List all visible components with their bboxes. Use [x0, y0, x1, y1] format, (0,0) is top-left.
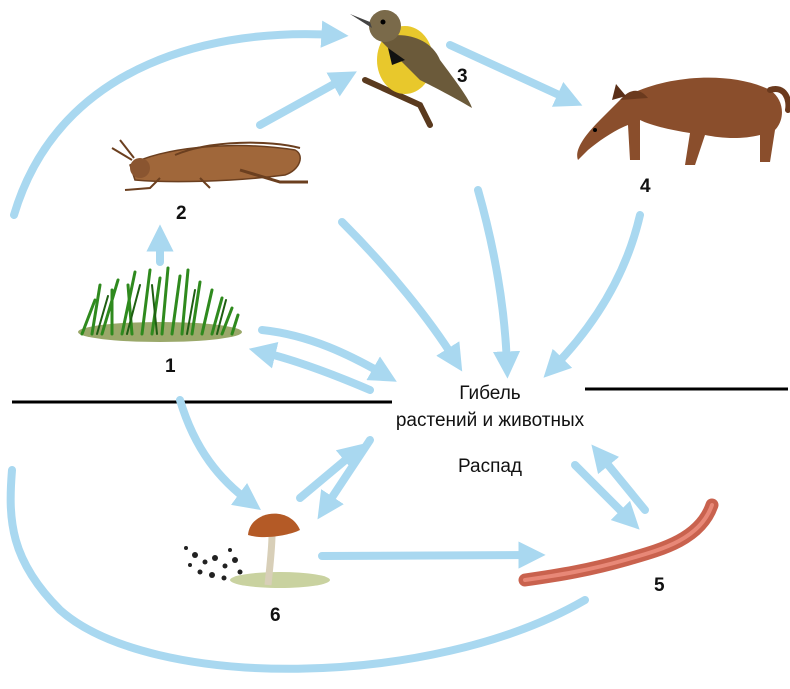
grass-icon — [78, 268, 242, 342]
death-label-line1: Гибель — [390, 383, 590, 405]
arrow-grasshopper-to-death — [342, 222, 455, 360]
earthworm-icon — [525, 505, 712, 580]
label-number-3: 3 — [457, 66, 468, 88]
coyote-icon — [577, 78, 788, 165]
death-label-line2: растений и животных — [365, 410, 615, 432]
label-number-1: 1 — [165, 356, 176, 378]
decay-label: Распад — [440, 456, 540, 478]
label-number-2: 2 — [176, 203, 187, 225]
bird-icon — [350, 10, 472, 125]
arrow-bird-to-death — [478, 190, 507, 365]
arrow-outer-arc-to-bird — [14, 34, 335, 215]
label-number-4: 4 — [640, 176, 651, 198]
arrow-grass-to-mushroom — [180, 400, 250, 502]
grasshopper-icon — [112, 140, 308, 190]
mushroom-icon — [184, 514, 330, 588]
label-number-6: 6 — [270, 605, 281, 627]
arrow-coyote-to-death — [553, 215, 640, 368]
arrow-decay-to-worm — [575, 465, 630, 520]
label-number-5: 5 — [654, 575, 665, 597]
arrow-mushroom-to-worm — [322, 555, 532, 556]
arrow-bird-to-coyote — [450, 45, 570, 100]
arrow-grasshopper-to-bird — [260, 78, 345, 125]
